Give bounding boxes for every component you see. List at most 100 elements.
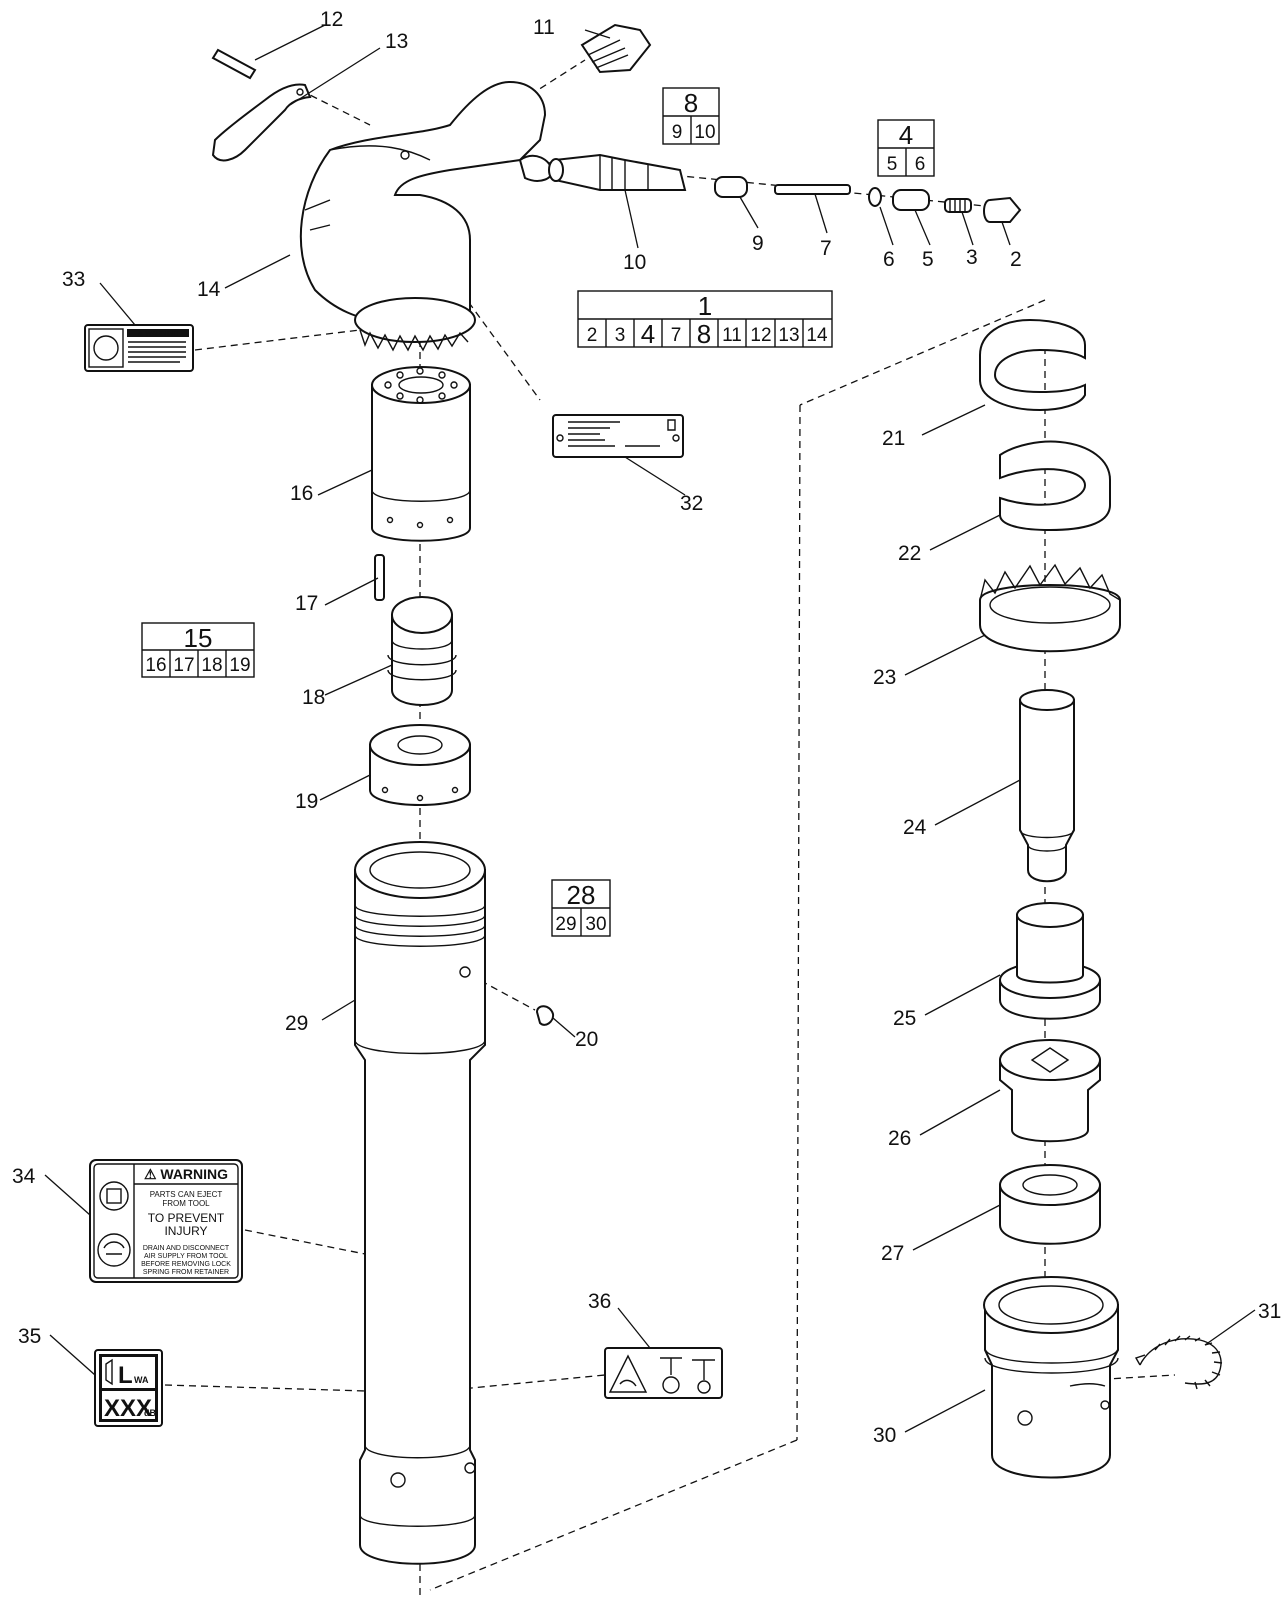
cap-ring-part — [999, 440, 1111, 532]
callout-12: 12 — [320, 8, 343, 31]
warning34-title: ⚠ WARNING — [144, 1166, 228, 1182]
sound35-l: L — [118, 1362, 133, 1389]
throttle-valve-part — [548, 153, 687, 191]
hazard-triangle-icon — [608, 1354, 648, 1393]
callout-32: 32 — [680, 492, 703, 515]
callout-35: 35 — [18, 1325, 41, 1348]
callout-33: 33 — [62, 268, 85, 291]
air-inlet-fitting-part — [580, 23, 652, 74]
sound35-unit: dB — [144, 1408, 156, 1418]
retainer-part — [999, 902, 1101, 1020]
callout-7: 7 — [820, 237, 832, 260]
piston-part — [387, 596, 457, 706]
warning34-big2: INJURY — [164, 1224, 207, 1238]
square-bushing-part — [999, 1039, 1101, 1143]
retainer-sleeve-part — [983, 1276, 1119, 1479]
kit1-item: 13 — [778, 325, 799, 346]
kit8-item: 10 — [694, 122, 715, 143]
warning-label-33: ⚠ WARNING — [84, 324, 194, 372]
callout-16: 16 — [290, 482, 313, 505]
kit28-item: 29 — [555, 914, 576, 935]
serrated-ring-part — [979, 563, 1121, 653]
warning34-big1: TO PREVENT — [148, 1211, 225, 1225]
callout-29: 29 — [285, 1012, 308, 1035]
barrel-part — [354, 841, 486, 1565]
kit4-item: 6 — [915, 154, 926, 175]
dowel-pin-part — [374, 554, 385, 601]
tool-icon — [660, 1357, 682, 1375]
warning34-line2: FROM TOOL — [162, 1199, 210, 1208]
nameplate-label-32 — [552, 414, 684, 458]
plug-part-2 — [983, 196, 1022, 223]
kit1-item: 7 — [671, 325, 682, 346]
callout-3: 3 — [966, 246, 978, 269]
callout-21: 21 — [882, 427, 905, 450]
eye-protection-icon — [97, 1233, 131, 1267]
sound-level-label-35: L WA XXX dB — [94, 1349, 163, 1427]
kit15-item: 19 — [229, 655, 250, 676]
callout-6: 6 — [883, 248, 895, 271]
warning34-small3: BEFORE REMOVING LOCK — [141, 1261, 231, 1268]
hammer-icon — [692, 1359, 715, 1380]
kit1-item: 2 — [587, 325, 598, 346]
warning34-small2: AIR SUPPLY FROM TOOL — [144, 1253, 228, 1260]
kit1-item: 12 — [750, 325, 771, 346]
callout-31: 31 — [1258, 1300, 1281, 1323]
manual-icon — [99, 1181, 129, 1211]
warning34-small1: DRAIN AND DISCONNECT — [143, 1245, 230, 1252]
valve-small-parts — [714, 176, 1022, 223]
callout-23: 23 — [873, 666, 896, 689]
kit1-item: 14 — [806, 325, 828, 346]
kit28-header: 28 — [567, 880, 596, 910]
callout-30: 30 — [873, 1424, 896, 1447]
buffer-part — [1019, 689, 1075, 883]
callout-19: 19 — [295, 790, 318, 813]
callout-25: 25 — [893, 1007, 916, 1030]
callout-14: 14 — [197, 278, 221, 301]
kit15-item: 17 — [173, 655, 194, 676]
callout-18: 18 — [302, 686, 325, 709]
warning34-line1: PARTS CAN EJECT — [150, 1190, 223, 1199]
o-ring-part-6 — [868, 187, 882, 207]
kit8-item: 9 — [672, 122, 683, 143]
kit1-item: 11 — [722, 325, 742, 346]
callout-36: 36 — [588, 1290, 611, 1313]
kit-box-8: 8 9 10 — [662, 87, 720, 145]
kit15-item: 18 — [201, 655, 222, 676]
sound35-wa: WA — [134, 1375, 149, 1385]
kit8-header: 8 — [684, 88, 698, 118]
callout-20: 20 — [575, 1028, 598, 1051]
kit4-item: 5 — [887, 154, 898, 175]
spring-part-3 — [944, 198, 972, 213]
lock-spring-part — [1134, 1335, 1223, 1390]
warning34-small4: SPRING FROM RETAINER — [143, 1269, 229, 1276]
callout-22: 22 — [898, 542, 921, 565]
kit-box-4: 4 5 6 — [877, 119, 935, 177]
kit28-item: 30 — [585, 914, 606, 935]
callout-5: 5 — [922, 248, 934, 271]
callout-27: 27 — [881, 1242, 904, 1265]
cylinder-ring-part — [369, 724, 471, 806]
callout-11: 11 — [533, 16, 555, 39]
spacer-part — [999, 1164, 1101, 1245]
kit1-item: 3 — [615, 325, 626, 346]
kit-box-28: 28 29 30 — [551, 879, 611, 937]
kit1-header: 1 — [698, 291, 712, 321]
cylinder-part — [371, 366, 471, 542]
speaker-icon — [105, 1358, 113, 1386]
callout-26: 26 — [888, 1127, 911, 1150]
callout-leaders — [44, 24, 1256, 1433]
kit1-item: 8 — [697, 319, 711, 349]
warning-label-34: ⚠ WARNING PARTS CAN EJECT FROM TOOL TO P… — [89, 1159, 243, 1283]
kit-box-1: 1 2 3 4 7 8 11 12 13 14 — [577, 290, 833, 349]
callout-10: 10 — [623, 251, 646, 274]
pin-part — [211, 48, 257, 80]
pictogram-label-36 — [604, 1347, 723, 1399]
callout-17: 17 — [295, 592, 318, 615]
rod-part-7 — [774, 184, 851, 195]
bushing-part-9 — [714, 176, 748, 198]
warning33-title: ⚠ WARNING — [137, 330, 179, 338]
seat-part-5 — [892, 189, 930, 211]
handle-housing-part — [299, 80, 554, 352]
